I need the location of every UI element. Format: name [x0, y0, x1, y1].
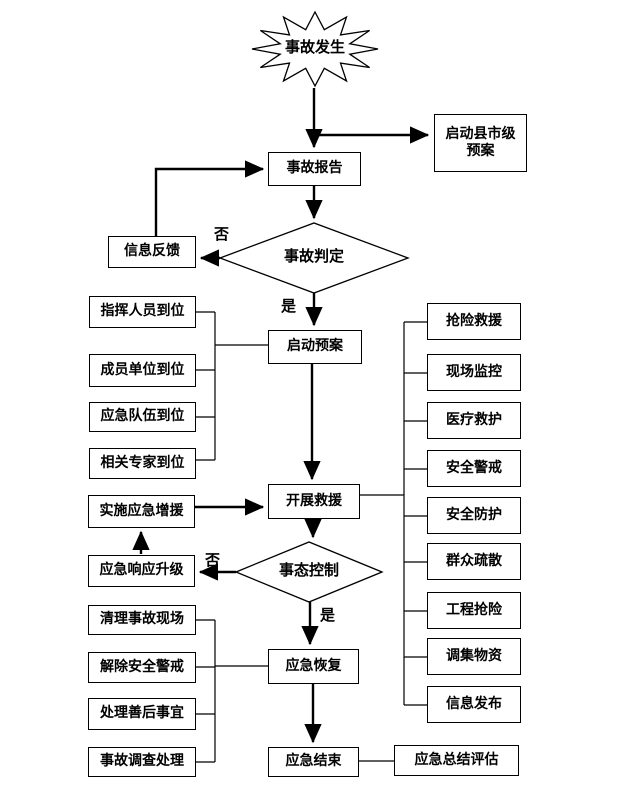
node-reinforce: 实施应急增援	[88, 495, 195, 528]
node-county-plan: 启动县市级 预案	[434, 114, 527, 172]
decision-control-label: 事态控制	[278, 563, 339, 579]
node-right-5: 安全防护	[427, 497, 521, 534]
node-report: 事故报告	[268, 152, 361, 186]
node-left-bottom-1: 清理事故现场	[88, 605, 196, 635]
label-judge-no: 否	[214, 227, 230, 243]
label-control-no: 否	[205, 553, 221, 569]
node-left-top-2: 成员单位到位	[89, 354, 196, 387]
edge-feedback-to-report	[154, 160, 265, 236]
node-right-1: 抢险救援	[427, 303, 521, 340]
node-left-bottom-3: 处理善后事宜	[88, 698, 196, 730]
node-evaluation: 应急总结评估	[394, 745, 519, 776]
node-feedback: 信息反馈	[108, 236, 196, 268]
node-left-bottom-4: 事故调查处理	[88, 747, 196, 777]
node-right-7: 工程抢险	[427, 592, 521, 629]
node-right-3: 医疗救护	[427, 402, 521, 439]
node-right-4: 安全警戒	[427, 450, 521, 487]
start-label: 事故发生	[284, 40, 345, 56]
label-control-yes: 是	[320, 608, 336, 624]
label-judge-yes: 是	[281, 299, 297, 315]
node-upgrade: 应急响应升级	[88, 555, 195, 587]
node-right-2: 现场监控	[427, 354, 521, 391]
node-right-6: 群众疏散	[427, 543, 521, 580]
node-right-8: 调集物资	[427, 638, 521, 675]
decision-judge-shape	[218, 222, 410, 294]
node-left-bottom-2: 解除安全警戒	[88, 652, 196, 683]
node-left-top-3: 应急队伍到位	[89, 402, 196, 432]
decision-control-shape	[234, 541, 384, 603]
node-activate-plan: 启动预案	[268, 330, 362, 364]
decision-judge-label: 事故判定	[283, 249, 344, 265]
node-end: 应急结束	[268, 747, 359, 777]
node-recovery: 应急恢复	[268, 649, 359, 684]
start-burst-shape	[251, 10, 379, 88]
node-right-9: 信息发布	[427, 686, 521, 723]
node-left-top-4: 相关专家到位	[89, 448, 196, 479]
node-left-top-1: 指挥人员到位	[89, 296, 196, 328]
node-rescue: 开展救援	[268, 484, 360, 519]
